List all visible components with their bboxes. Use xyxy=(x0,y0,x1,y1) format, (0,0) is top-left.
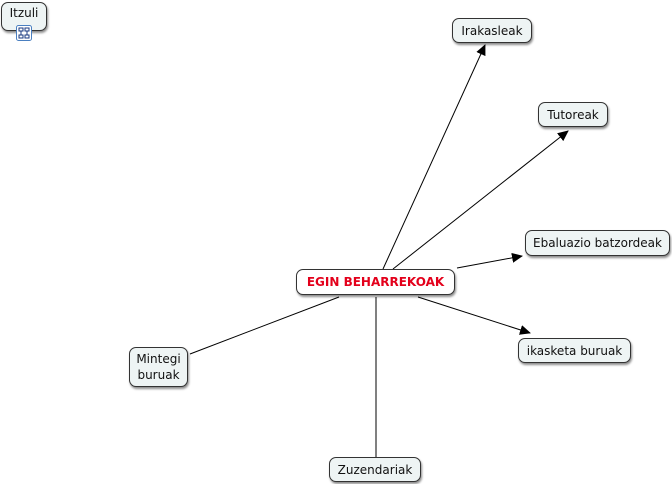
node-irakasleak[interactable]: Irakasleak xyxy=(452,18,532,43)
node-ebaluazio-label: Ebaluazio batzordeak xyxy=(533,236,662,250)
back-link-button[interactable]: Itzuli xyxy=(1,2,47,41)
node-irakasleak-label: Irakasleak xyxy=(461,23,523,38)
node-tutoreak[interactable]: Tutoreak xyxy=(538,102,608,127)
link-to-mintegi xyxy=(189,296,340,355)
link-to-ikasketa xyxy=(417,296,531,335)
node-mintegi-buruak[interactable]: Mintegi buruak xyxy=(129,347,188,387)
node-tutoreak-label: Tutoreak xyxy=(547,107,599,122)
back-link-label: Itzuli xyxy=(9,6,39,20)
link-to-ebaluazio xyxy=(456,252,523,269)
node-mintegi-label: Mintegi buruak xyxy=(136,352,181,382)
central-concept-label: EGIN BEHARREKOAK xyxy=(306,275,445,289)
concept-map-link-icon[interactable] xyxy=(16,25,32,41)
node-zuzendariak-label: Zuzendariak xyxy=(337,462,413,477)
central-concept[interactable]: EGIN BEHARREKOAK xyxy=(296,269,455,295)
link-to-irakasleak xyxy=(382,44,486,270)
node-ebaluazio-batzordeak[interactable]: Ebaluazio batzordeak xyxy=(525,230,670,256)
link-to-tutoreak xyxy=(392,130,569,270)
node-zuzendariak[interactable]: Zuzendariak xyxy=(329,457,421,482)
node-ikasketa-label: ikasketa buruak xyxy=(526,343,623,358)
node-ikasketa-buruak[interactable]: ikasketa buruak xyxy=(518,338,631,363)
